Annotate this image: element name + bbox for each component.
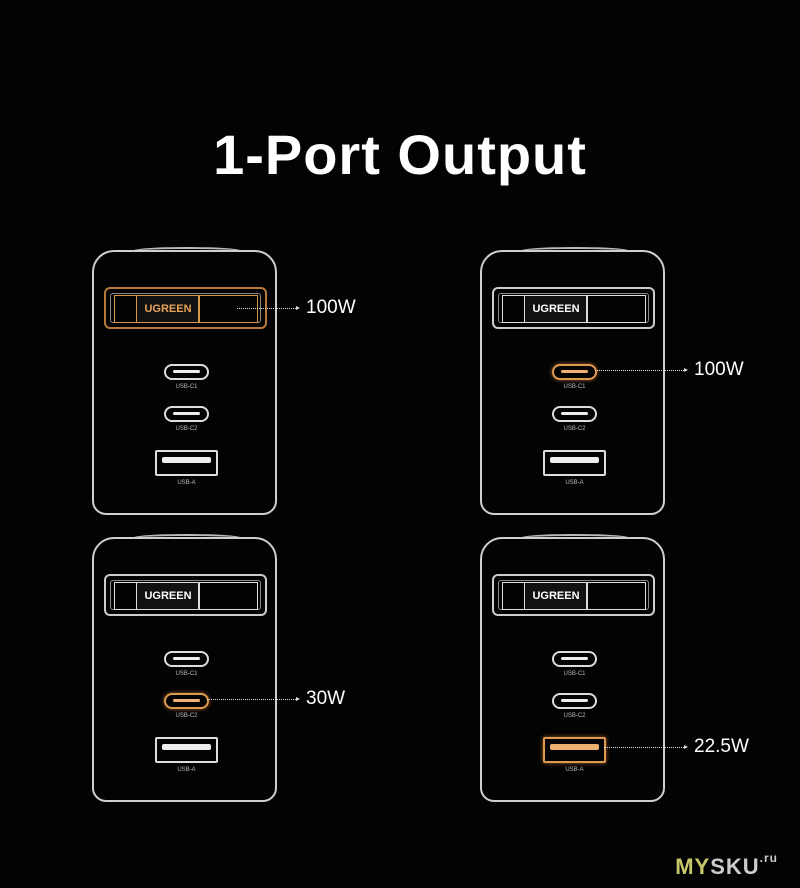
usb-a-port bbox=[543, 450, 606, 476]
output-wattage: 100W bbox=[306, 297, 356, 318]
page-title: 1-Port Output bbox=[213, 123, 587, 186]
usb-c1-port bbox=[552, 651, 597, 667]
usb-c2-port bbox=[552, 406, 597, 422]
port-slot bbox=[162, 457, 211, 463]
cable-body bbox=[586, 582, 646, 610]
port-slot bbox=[173, 412, 200, 415]
port-slot bbox=[561, 412, 588, 415]
usb-c2-label: USB-C2 bbox=[563, 426, 586, 432]
usb-c1-label: USB-C1 bbox=[175, 671, 198, 677]
port-slot bbox=[162, 744, 211, 750]
usb-c2-label: USB-C2 bbox=[175, 713, 198, 719]
watermark-part: SKU bbox=[710, 854, 760, 879]
charger-top-edge bbox=[520, 534, 630, 542]
cable-window: UGREEN bbox=[492, 287, 655, 329]
cable-body bbox=[586, 295, 646, 323]
usb-c1-port bbox=[164, 651, 209, 667]
brand-plug: UGREEN bbox=[136, 295, 200, 323]
output-callout: 22.5W bbox=[604, 736, 749, 758]
port-slot bbox=[173, 657, 200, 660]
output-wattage: 30W bbox=[306, 688, 346, 709]
port-slot bbox=[561, 657, 588, 660]
arrow-tip-icon bbox=[684, 745, 688, 749]
usb-c2-port bbox=[552, 693, 597, 709]
cable-body bbox=[198, 295, 258, 323]
usb-a-port bbox=[155, 450, 218, 476]
usb-c1-port bbox=[164, 364, 209, 380]
cable-body bbox=[198, 582, 258, 610]
usb-c1-label: USB-C1 bbox=[563, 671, 586, 677]
usb-c2-label: USB-C2 bbox=[175, 426, 198, 432]
output-callout: 100W bbox=[595, 359, 744, 381]
usb-a-label: USB-A bbox=[177, 480, 196, 486]
dotted-leader-line bbox=[604, 746, 684, 748]
brand-plug: UGREEN bbox=[524, 295, 588, 323]
cable-window: UGREEN bbox=[104, 574, 267, 616]
charger-top-edge bbox=[132, 534, 242, 542]
port-slot bbox=[173, 699, 200, 702]
watermark-suffix: .ru bbox=[759, 851, 778, 865]
brand-plug: UGREEN bbox=[524, 582, 588, 610]
usb-c1-label: USB-C1 bbox=[175, 384, 198, 390]
usb-c2-label: USB-C2 bbox=[563, 713, 586, 719]
charger-4: UGREEN USB-C1 USB-C2 USB-A bbox=[480, 534, 665, 802]
output-wattage: 100W bbox=[694, 359, 744, 380]
output-callout: 30W bbox=[207, 688, 345, 710]
port-slot bbox=[173, 370, 200, 373]
usb-c1-port bbox=[552, 364, 597, 380]
watermark-logo: MYSKU.ru bbox=[675, 851, 778, 880]
port-slot bbox=[561, 370, 588, 373]
usb-c2-port bbox=[164, 693, 209, 709]
charger-top-edge bbox=[132, 247, 242, 255]
output-wattage: 22.5W bbox=[694, 736, 749, 757]
port-slot bbox=[550, 744, 599, 750]
charger-3: UGREEN USB-C1 USB-C2 USB-A bbox=[92, 534, 277, 802]
charger-2: UGREEN USB-C1 USB-C2 USB-A bbox=[480, 247, 665, 515]
usb-a-label: USB-A bbox=[177, 767, 196, 773]
charger-1: UGREEN USB-C1 USB-C2 USB-A bbox=[92, 247, 277, 515]
arrow-tip-icon bbox=[296, 697, 300, 701]
usb-a-port bbox=[155, 737, 218, 763]
usb-a-label: USB-A bbox=[565, 480, 584, 486]
dotted-leader-line bbox=[237, 307, 296, 309]
dotted-leader-line bbox=[595, 369, 684, 371]
cable-window: UGREEN bbox=[104, 287, 267, 329]
arrow-tip-icon bbox=[684, 368, 688, 372]
brand-plug: UGREEN bbox=[136, 582, 200, 610]
arrow-tip-icon bbox=[296, 306, 300, 310]
usb-c2-port bbox=[164, 406, 209, 422]
dotted-leader-line bbox=[207, 698, 296, 700]
watermark-part: MY bbox=[675, 854, 711, 879]
charger-top-edge bbox=[520, 247, 630, 255]
port-slot bbox=[550, 457, 599, 463]
usb-a-port bbox=[543, 737, 606, 763]
output-callout: 100W bbox=[237, 297, 356, 319]
port-slot bbox=[561, 699, 588, 702]
usb-c1-label: USB-C1 bbox=[563, 384, 586, 390]
cable-window: UGREEN bbox=[492, 574, 655, 616]
usb-a-label: USB-A bbox=[565, 767, 584, 773]
